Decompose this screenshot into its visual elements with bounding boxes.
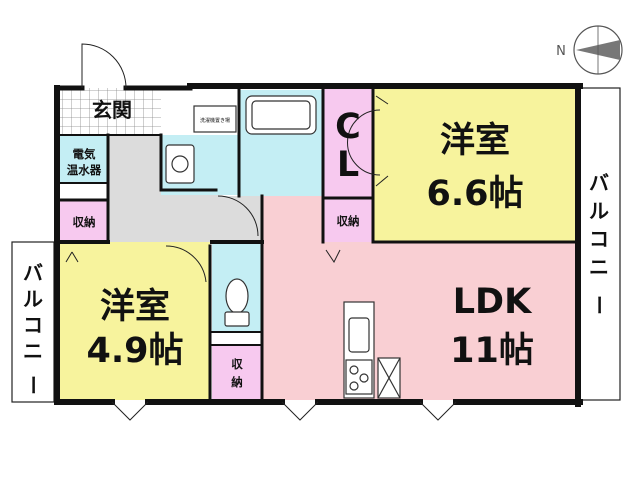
bedroom-small-name: 洋室 xyxy=(100,286,170,327)
storage-center-label: 収納 xyxy=(337,214,360,228)
entrance-label: 玄関 xyxy=(92,98,132,122)
bedroom-large-area xyxy=(373,88,578,242)
washer-space-label: 洗濯機置き場 xyxy=(200,117,230,124)
ldk-size: 11帖 xyxy=(450,331,534,371)
svg-text:コ: コ xyxy=(23,313,43,337)
bedroom-large-size: 6.6帖 xyxy=(426,174,523,214)
kitchen-sink xyxy=(348,317,370,353)
balcony-right xyxy=(577,87,621,401)
storage-bottom-label-line1: 収 xyxy=(231,357,243,371)
bedroom-small-door-swing xyxy=(165,245,207,283)
compass-icon xyxy=(573,25,623,75)
balcony-left-label: バ ル コ ニ ー xyxy=(21,261,45,395)
north-label: N xyxy=(556,44,566,59)
svg-text:バ: バ xyxy=(23,261,43,285)
bedroom-small-size: 4.9帖 xyxy=(86,331,183,371)
washroom-door-swing xyxy=(217,195,259,237)
ldk-name: LDK xyxy=(453,282,533,322)
hallway-lower xyxy=(218,196,263,242)
washbasin-bowl xyxy=(171,155,189,173)
balcony-right-label: バ ル コ ニ ー xyxy=(587,171,611,315)
storage-center-area xyxy=(323,198,373,242)
entrance-door-swing xyxy=(81,43,127,89)
bathtub-inner xyxy=(251,100,311,130)
water-heater-area xyxy=(60,135,108,183)
svg-text:コ: コ xyxy=(589,227,609,251)
svg-text:ー: ー xyxy=(587,295,611,315)
ldk-upper-area xyxy=(262,196,323,242)
closet-label-line1: C xyxy=(335,107,361,147)
walls xyxy=(54,83,583,407)
svg-text:バ: バ xyxy=(589,171,609,195)
svg-text:ニ: ニ xyxy=(589,255,609,279)
storage-bottom-area xyxy=(212,345,262,400)
doors xyxy=(65,43,457,421)
storage-left-area xyxy=(60,200,108,242)
svg-text:ル: ル xyxy=(23,287,43,311)
ldk-area xyxy=(262,242,578,400)
closet-label-line2: L xyxy=(337,145,359,185)
entrance-floor xyxy=(57,88,161,135)
toilet-tank xyxy=(224,311,250,327)
bedroom-small-area xyxy=(60,242,210,400)
svg-text:ル: ル xyxy=(589,199,609,223)
water-heater-label-line1: 電気 xyxy=(73,147,96,161)
bedroom-large-name: 洋室 xyxy=(440,120,510,161)
fixtures xyxy=(165,95,401,399)
svg-text:ニ: ニ xyxy=(23,339,43,363)
washer-box xyxy=(193,105,237,133)
toilet xyxy=(225,278,249,314)
storage-bottom-label-line2: 納 xyxy=(231,375,243,389)
bedroom-large-door-swing xyxy=(347,109,381,176)
storage-left-label: 収納 xyxy=(73,215,96,229)
water-heater-label-line2: 温水器 xyxy=(67,163,102,177)
svg-text:ー: ー xyxy=(21,375,45,395)
